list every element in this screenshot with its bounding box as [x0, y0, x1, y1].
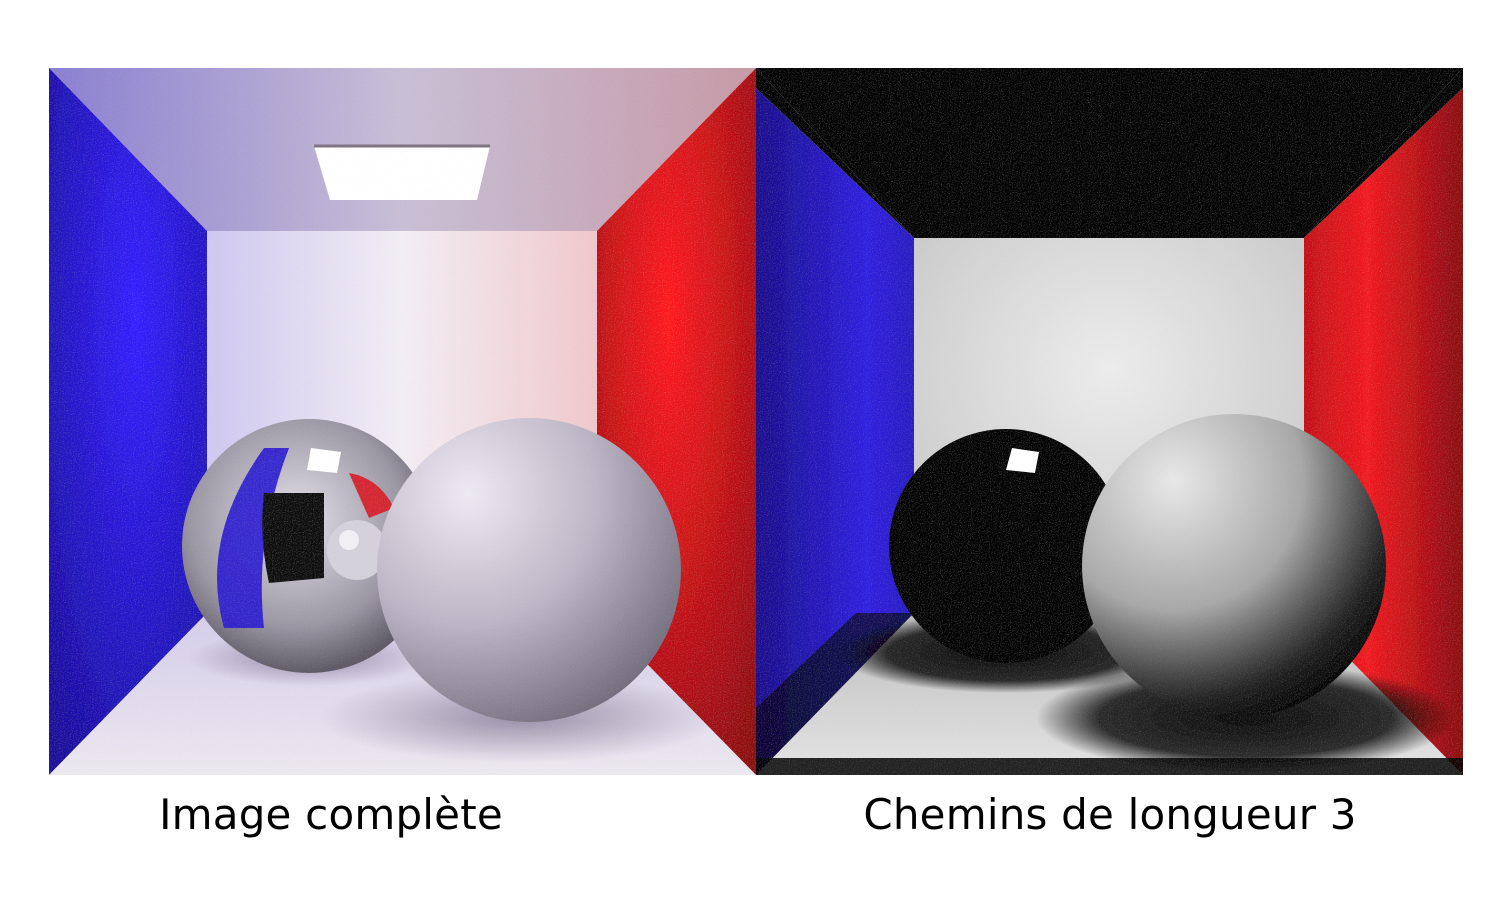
caption-full-image: Image complète: [159, 790, 503, 839]
render-full-image: [49, 68, 756, 775]
caption-path-length-3: Chemins de longueur 3: [863, 790, 1357, 839]
cornell-box-path-length-3-render: [756, 68, 1463, 775]
diffuse-sphere: [377, 418, 681, 722]
mirror-sphere: [182, 419, 436, 673]
glossy-black-sphere: [889, 429, 1123, 663]
diffuse-sphere: [1082, 414, 1386, 718]
ceiling-light: [314, 146, 490, 200]
ceiling: [756, 68, 1463, 238]
left-wall-blue: [756, 88, 914, 775]
left-wall-blue: [49, 68, 207, 775]
render-path-length-3: [756, 68, 1463, 775]
cornell-box-full-render: [49, 68, 756, 775]
